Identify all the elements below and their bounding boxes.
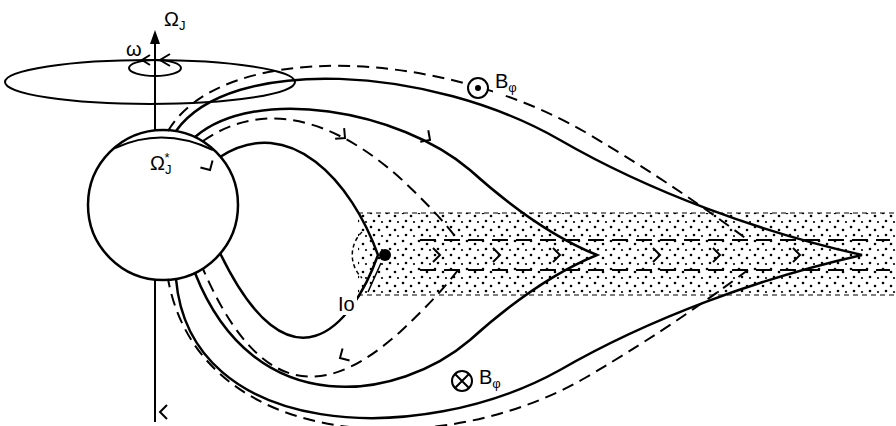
into-page-symbol bbox=[452, 371, 472, 391]
moon-label: Io bbox=[336, 293, 357, 315]
rotation-label: ΩJ* bbox=[148, 150, 172, 177]
label-subscript: φ bbox=[492, 376, 500, 391]
current-line bbox=[168, 270, 748, 426]
axis-arrowhead bbox=[150, 30, 160, 44]
label-base: Ω bbox=[164, 8, 179, 30]
label-subscript: φ bbox=[508, 80, 516, 95]
current-arrows bbox=[160, 128, 800, 419]
into-page-symbol bbox=[455, 374, 469, 388]
omega-ellipse bbox=[5, 60, 295, 104]
field-line bbox=[220, 143, 378, 338]
leader-line bbox=[368, 263, 381, 292]
current-line bbox=[203, 118, 458, 240]
angular-velocity-label: ω bbox=[124, 38, 144, 60]
label-base: B bbox=[479, 366, 492, 388]
omega-arrow bbox=[160, 54, 170, 66]
jupiter bbox=[88, 130, 238, 280]
torus-edge bbox=[358, 213, 896, 214]
current-line bbox=[420, 269, 890, 271]
current-line bbox=[203, 269, 458, 377]
field-label: Bφ bbox=[477, 366, 503, 391]
current-line bbox=[168, 66, 748, 240]
out-of-page-symbol bbox=[468, 78, 488, 98]
label-base: B bbox=[495, 70, 508, 92]
out-of-page-symbol bbox=[475, 85, 481, 91]
rotation-ellipse bbox=[129, 60, 181, 76]
io-arc bbox=[352, 232, 362, 278]
label-base: Ω bbox=[150, 152, 165, 174]
label-superscript: * bbox=[164, 150, 169, 165]
torus-edge bbox=[358, 295, 896, 296]
label-subscript: J bbox=[179, 18, 186, 33]
current-line bbox=[420, 239, 890, 241]
field-line bbox=[176, 79, 862, 418]
label-text: Io bbox=[338, 293, 355, 315]
plasma-torus bbox=[358, 213, 896, 295]
field-label: Bφ bbox=[493, 70, 519, 95]
rotation-label: ΩJ bbox=[162, 8, 187, 33]
label-text: ω bbox=[126, 38, 142, 60]
polar-cap bbox=[115, 137, 213, 150]
io-moon bbox=[379, 249, 391, 261]
field-line bbox=[195, 109, 597, 387]
